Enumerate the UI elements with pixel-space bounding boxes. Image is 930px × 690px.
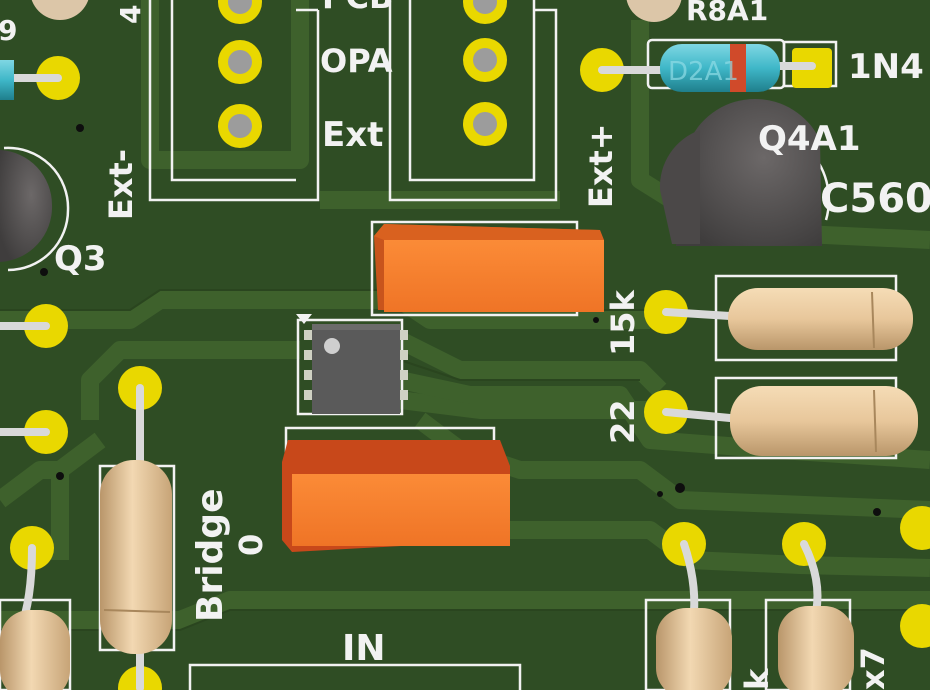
label-1n4: 1N4	[848, 47, 924, 87]
capacitor-top	[374, 224, 604, 312]
label-k: k	[738, 668, 776, 690]
label-9: 9	[0, 14, 17, 47]
label-ext-plus: Ext+	[582, 123, 620, 208]
label-c560: C560	[820, 176, 930, 222]
through-hole-pads	[10, 0, 930, 690]
label-pcb: PCB	[322, 0, 393, 16]
label-q3: Q3	[54, 239, 107, 279]
label-q4a1: Q4A1	[758, 119, 861, 159]
label-4: 4	[114, 5, 147, 24]
label-22: 22	[604, 399, 642, 444]
label-d2a1: D2A1	[668, 57, 739, 87]
label-x7: x7	[854, 647, 892, 690]
resistor-22	[730, 386, 918, 456]
component-top-right	[626, 0, 682, 22]
component-top-left	[31, 0, 89, 20]
label-in: IN	[342, 628, 386, 669]
label-bridge: Bridge	[190, 489, 231, 623]
resistor-bridge	[100, 460, 172, 654]
vias	[40, 124, 881, 516]
resistor-bottom-mid	[656, 608, 732, 690]
label-zero: 0	[232, 534, 270, 556]
resistor-15k	[728, 288, 913, 350]
label-ext-minus: Ext-	[102, 149, 140, 220]
resistor-bottom-right	[778, 606, 854, 690]
diode-left-edge	[0, 60, 14, 100]
ic-chip	[296, 314, 408, 414]
label-15k: 15k	[604, 289, 642, 356]
component-leads	[0, 62, 822, 690]
transistor-q3	[0, 150, 53, 262]
diode-d2a1	[660, 44, 780, 92]
label-opa: OPA	[320, 42, 393, 80]
label-ext: Ext	[322, 115, 383, 155]
capacitor-bottom	[282, 440, 510, 552]
resistor-bottom-left	[0, 610, 70, 690]
transistor-q4a1	[659, 98, 822, 247]
label-r8a1: R8A1	[686, 0, 768, 27]
